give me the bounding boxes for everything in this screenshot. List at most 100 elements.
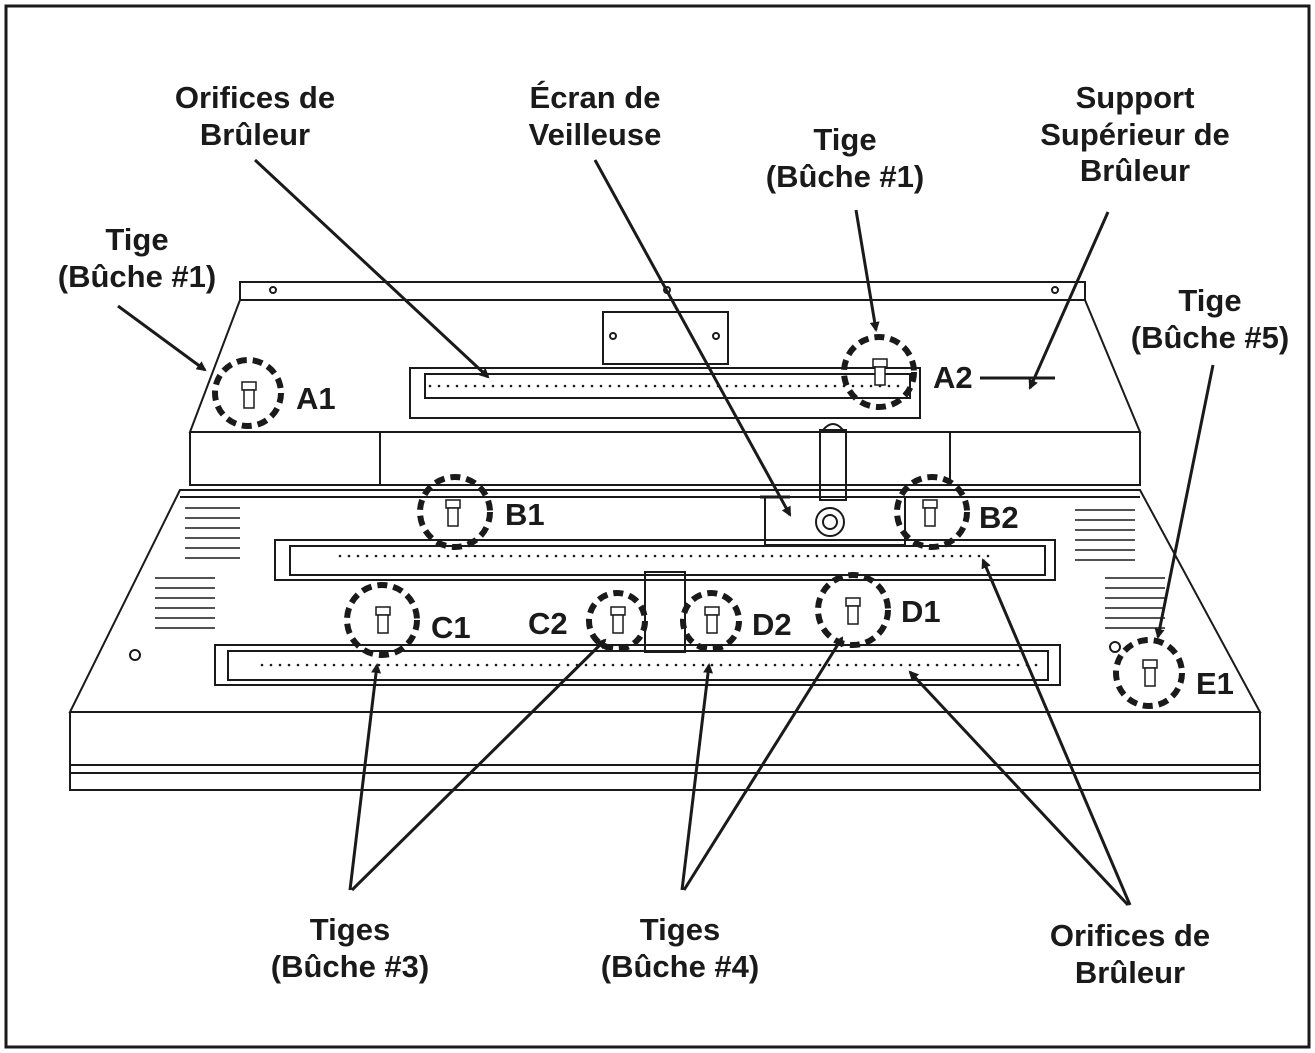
- burner-port: [1016, 663, 1020, 667]
- burner-port: [962, 663, 966, 667]
- burner-port: [617, 384, 621, 388]
- burner-port: [455, 384, 459, 388]
- burner-port: [278, 663, 282, 667]
- burner-port: [905, 554, 909, 558]
- burner-port: [518, 554, 522, 558]
- burner-port: [869, 384, 873, 388]
- burner-port: [896, 384, 900, 388]
- burner-port: [914, 554, 918, 558]
- burner-port: [338, 554, 342, 558]
- burner-port: [518, 384, 522, 388]
- burner-port: [680, 384, 684, 388]
- arrow-orifices-top: [253, 158, 490, 379]
- burner-port: [842, 554, 846, 558]
- burner-port: [761, 554, 765, 558]
- burner-port: [773, 663, 777, 667]
- burner-port: [464, 384, 468, 388]
- burner-port: [851, 384, 855, 388]
- burner-port: [761, 384, 765, 388]
- burner-port: [347, 554, 351, 558]
- burner-port: [917, 663, 921, 667]
- burner-port: [815, 554, 819, 558]
- burner-port: [707, 384, 711, 388]
- arrow-orifices-bottom-2: [981, 558, 1132, 906]
- burner-port: [572, 554, 576, 558]
- burner-port: [512, 663, 516, 667]
- burner-port: [644, 554, 648, 558]
- burner-port: [764, 663, 768, 667]
- burner-port: [503, 663, 507, 667]
- burner-port: [944, 663, 948, 667]
- arrow-tige-e1: [1154, 364, 1215, 639]
- burner-port: [701, 663, 705, 667]
- burner-port: [473, 554, 477, 558]
- burner-port: [446, 554, 450, 558]
- burner-port: [611, 663, 615, 667]
- burner-port: [986, 554, 990, 558]
- burner-port: [527, 384, 531, 388]
- code-b1: B1: [505, 497, 545, 532]
- burner-port: [788, 384, 792, 388]
- burner-port: [878, 554, 882, 558]
- burner-port: [545, 384, 549, 388]
- label-orifices-bottom: Orifices de Brûleur: [1049, 918, 1211, 990]
- burner-port: [836, 663, 840, 667]
- burner-port: [620, 663, 624, 667]
- burner-port: [653, 384, 657, 388]
- burner-port: [815, 384, 819, 388]
- burner-port: [881, 663, 885, 667]
- burner-port: [863, 663, 867, 667]
- burner-port: [437, 384, 441, 388]
- burner-port: [710, 663, 714, 667]
- label-tiges-b4: Tiges (Bûche #4): [600, 912, 760, 984]
- burner-port: [590, 384, 594, 388]
- burner-port: [593, 663, 597, 667]
- burner-port: [635, 384, 639, 388]
- burner-port: [800, 663, 804, 667]
- burner-port: [554, 384, 558, 388]
- burner-port: [410, 554, 414, 558]
- burner-port: [428, 554, 432, 558]
- burner-port: [926, 663, 930, 667]
- burner-port: [779, 554, 783, 558]
- code-c2: C2: [528, 606, 568, 641]
- burner-port: [737, 663, 741, 667]
- burner-port: [599, 554, 603, 558]
- burner-port: [500, 554, 504, 558]
- burner-port: [689, 384, 693, 388]
- burner-port: [563, 384, 567, 388]
- burner-port: [638, 663, 642, 667]
- burner-port: [260, 663, 264, 667]
- burner-port: [869, 554, 873, 558]
- arrow-support: [1028, 211, 1110, 390]
- leader-arrows: [117, 158, 1215, 907]
- burner-port: [680, 554, 684, 558]
- burner-port: [971, 663, 975, 667]
- burner-port: [341, 663, 345, 667]
- burner-port: [1034, 663, 1038, 667]
- burner-port: [536, 554, 540, 558]
- burner-port: [890, 663, 894, 667]
- burner-port: [932, 554, 936, 558]
- burner-port: [476, 663, 480, 667]
- burner-port: [449, 663, 453, 667]
- burner-port: [269, 663, 273, 667]
- code-a1: A1: [296, 381, 336, 416]
- burner-port: [599, 384, 603, 388]
- burner-port: [437, 554, 441, 558]
- burner-port: [824, 554, 828, 558]
- label-ecran: Écran de Veilleuse: [528, 80, 662, 152]
- burner-port: [959, 554, 963, 558]
- burner-port: [851, 554, 855, 558]
- burner-port: [368, 663, 372, 667]
- burner-port: [1007, 663, 1011, 667]
- burner-port: [833, 384, 837, 388]
- label-tige-a1: Tige (Bûche #1): [57, 222, 217, 294]
- burner-port: [323, 663, 327, 667]
- burner-port: [968, 554, 972, 558]
- arrow-tige-a1: [117, 304, 207, 372]
- burner-port: [536, 384, 540, 388]
- burner-port: [626, 384, 630, 388]
- burner-port: [935, 663, 939, 667]
- arrow-tige-a2: [854, 209, 880, 332]
